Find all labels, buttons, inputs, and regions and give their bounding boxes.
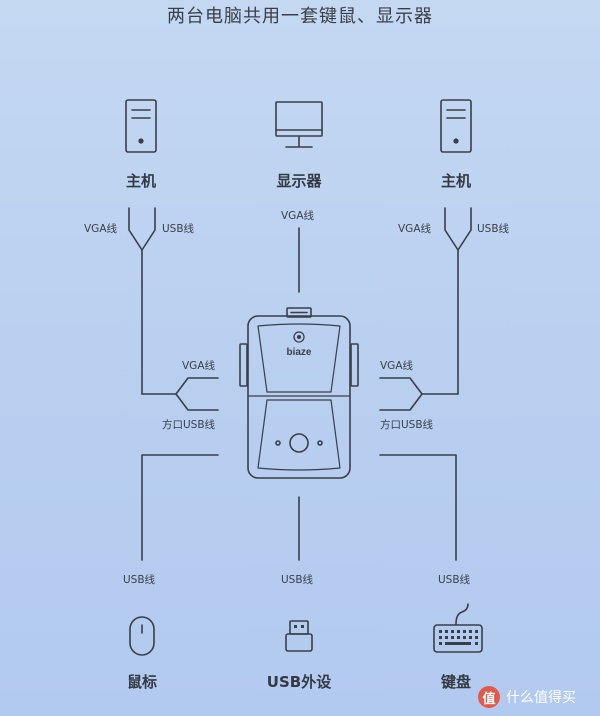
monitor-label: 显示器 <box>276 172 322 190</box>
watermark-logo-icon: 值 <box>478 686 500 708</box>
left-vga-cable-label: VGA线 <box>84 223 118 235</box>
left-usb-cable-label: USB线 <box>162 223 195 235</box>
switch-right-vga-label: VGA线 <box>380 360 414 372</box>
pc-tower-icon-left <box>125 99 157 153</box>
right-usb-cable-label: USB线 <box>477 223 510 235</box>
mouse-usb-cable-label: USB线 <box>123 574 156 586</box>
usb-plug-icon <box>285 620 313 652</box>
monitor-vga-cable-label: VGA线 <box>281 210 315 222</box>
watermark: 值 什么值得买 <box>478 686 576 708</box>
left-host-cables <box>128 207 219 411</box>
switch-right-usb-label: 方口USB线 <box>380 419 434 431</box>
peripheral-usb-cable-label: USB线 <box>281 574 314 586</box>
switch-brand-label: biaze <box>286 347 311 358</box>
host-right-label: 主机 <box>440 172 471 190</box>
diagram-title: 两台电脑共用一套键鼠、显示器 <box>167 6 433 27</box>
keyboard-usb-cable-label: USB线 <box>438 574 471 586</box>
pc-tower-icon-right <box>440 99 472 153</box>
switch-left-vga-label: VGA线 <box>182 360 216 372</box>
usb-peripheral-label: USB外设 <box>266 673 332 691</box>
keyboard-usb-cable <box>379 454 457 561</box>
kvm-switch-icon <box>239 307 359 479</box>
right-vga-cable-label: VGA线 <box>398 223 432 235</box>
watermark-text: 什么值得买 <box>506 690 576 706</box>
keyboard-label: 键盘 <box>440 673 471 691</box>
mouse-icon <box>129 616 155 656</box>
mouse-usb-cable <box>141 454 219 561</box>
switch-left-usb-label: 方口USB线 <box>162 419 216 431</box>
monitor-icon <box>275 101 323 148</box>
mouse-label: 鼠标 <box>126 673 157 691</box>
right-host-cables <box>379 207 472 411</box>
keyboard-icon <box>433 603 483 653</box>
host-left-label: 主机 <box>125 172 156 190</box>
